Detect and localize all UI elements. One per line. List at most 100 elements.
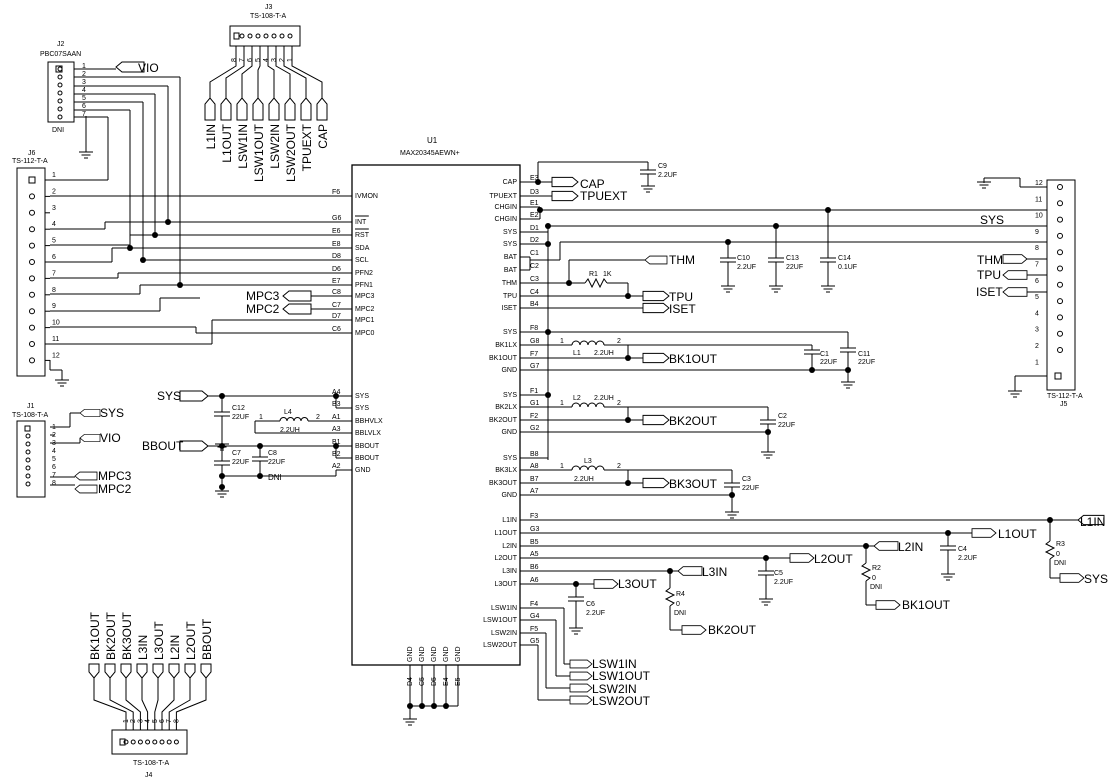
u1-pin-ball: D7 (332, 313, 341, 320)
u1-pin-ball: C4 (530, 289, 539, 296)
u1-pin-ball: G6 (332, 215, 341, 222)
j3-pin (263, 33, 269, 39)
j2-pin-number: 3 (82, 79, 86, 86)
j1-pin-number: 6 (52, 464, 56, 471)
net-sys-j5: SYS (980, 213, 1004, 227)
c4-val: 2.2UF (958, 555, 977, 562)
j4-pin (166, 739, 172, 745)
j5-pin (1057, 216, 1063, 223)
net-iset-j5: ISET (976, 285, 1003, 299)
u1-pin-name: CHGIN (494, 204, 517, 211)
j1-pin-number: 4 (52, 448, 56, 455)
j6-pin-number: 5 (52, 238, 56, 245)
u1-pin-name: LSW1IN (491, 605, 517, 612)
j5-part: TS-112-T-A (1047, 393, 1083, 400)
u1-pin-ball: F7 (530, 351, 538, 358)
c14-ref: C14 (838, 255, 851, 262)
j6-pin-number: 8 (52, 287, 56, 294)
u1-pin-name: BAT (504, 254, 518, 261)
j3-ref: J3 (265, 4, 273, 11)
j1-pin (25, 441, 31, 447)
u1-pin-name: MPC2 (355, 306, 375, 313)
c9-ref: C9 (658, 163, 667, 170)
l4-pin2: 2 (316, 414, 320, 421)
u1-pin-ball: A2 (332, 463, 341, 470)
j4-port (200, 663, 212, 679)
u1-pin-ball: C7 (332, 302, 341, 309)
l2-pin1: 1 (560, 400, 564, 407)
u1-pin-ball: D8 (332, 253, 341, 260)
j2-pin-number: 2 (82, 71, 86, 78)
net-tpuext: TPUEXT (580, 189, 628, 203)
j5-pin-number: 2 (1035, 343, 1039, 350)
u1-left-pins: F6IVMONG6INTE6RSTE8SDAD8SCLD6PFN2E7PFN1C… (332, 189, 383, 474)
j4-ref: J4 (145, 772, 153, 779)
r1-ref: R1 (589, 271, 598, 278)
c2-ref: C2 (778, 413, 787, 420)
u1-pin-name: MPC3 (355, 293, 375, 300)
j4-port (120, 663, 132, 679)
u1-pin-name: SYS (503, 241, 517, 248)
j2-ref: J2 (57, 41, 65, 48)
j1-pin (25, 473, 31, 479)
j1-pin (25, 465, 31, 471)
l2-pin2: 2 (617, 400, 621, 407)
net-mpc2-j1: MPC2 (98, 482, 132, 496)
net-lsw2out: LSW2OUT (592, 694, 651, 708)
u1-pin-ball: A1 (332, 414, 341, 421)
u1-ref: U1 (427, 136, 438, 145)
u1-pin-ball: E8 (332, 241, 341, 248)
u1-pin-ball: B5 (530, 539, 539, 546)
j1-pin (25, 433, 31, 439)
u1-pin-ball: A4 (332, 389, 341, 396)
j6-pin (29, 259, 35, 265)
u1-pin-ball: C8 (332, 289, 341, 296)
u1-pin-name: BK1OUT (489, 355, 518, 362)
u1-pin-ball: D1 (530, 225, 539, 232)
j3-pin-number: 6 (247, 58, 254, 62)
j3-pin-number: 1 (287, 58, 294, 62)
j4-port (184, 663, 196, 679)
j5-pin-number: 11 (1035, 196, 1042, 203)
u1-pin-name: GND (419, 646, 426, 662)
j5-pin-number: 8 (1035, 245, 1039, 252)
j2-pin-number: 5 (82, 95, 86, 102)
u1-pin-ball: D2 (530, 237, 539, 244)
u1-pin-name: LSW2OUT (483, 642, 518, 649)
j1-ref: J1 (27, 403, 35, 410)
r4-val: 0 (676, 601, 680, 608)
net-l3in: L3IN (702, 565, 727, 579)
c12-val: 22UF (232, 414, 249, 421)
c11-ref: C11 (858, 351, 870, 358)
net-bk2out: BK2OUT (669, 414, 718, 428)
right-wiring: CAP C9 2.2UF TPUEXT SYS C10 2.2UF C13 22… (520, 161, 1108, 708)
j5-pin-number: 4 (1035, 310, 1039, 317)
u1-pin-name: GND (407, 646, 414, 662)
j4-pin (145, 739, 151, 745)
j3-port (236, 97, 248, 121)
u1-pin-name: L1IN (502, 517, 517, 524)
u1-pin-ball: B6 (530, 564, 539, 571)
j5-pin (1057, 330, 1063, 337)
l3-ref: L3 (584, 458, 592, 465)
j3-net-label: L1IN (204, 124, 218, 149)
c7-ref: C7 (232, 450, 241, 457)
u1-pin-name: LSW2IN (491, 630, 517, 637)
u1-bottom-ground (402, 665, 459, 726)
u1-pin-name: INT (355, 219, 367, 226)
u1-pin-name: PFN2 (355, 270, 373, 277)
u1-pin-name: L3OUT (494, 581, 517, 588)
u1-pin-name: IVMON (355, 193, 378, 200)
net-tpu: TPU (669, 290, 693, 304)
j1-pin (25, 457, 31, 463)
j5-pin-number: 9 (1035, 229, 1039, 236)
j4-port (168, 663, 180, 679)
u1-pin-ball: F2 (530, 413, 538, 420)
j3-port (252, 97, 264, 121)
net-l1in: L1IN (1080, 515, 1105, 529)
u1-pin-name: L2OUT (494, 555, 517, 562)
net-sys-left: SYS (157, 389, 181, 403)
j2-dni: DNI (52, 127, 64, 134)
